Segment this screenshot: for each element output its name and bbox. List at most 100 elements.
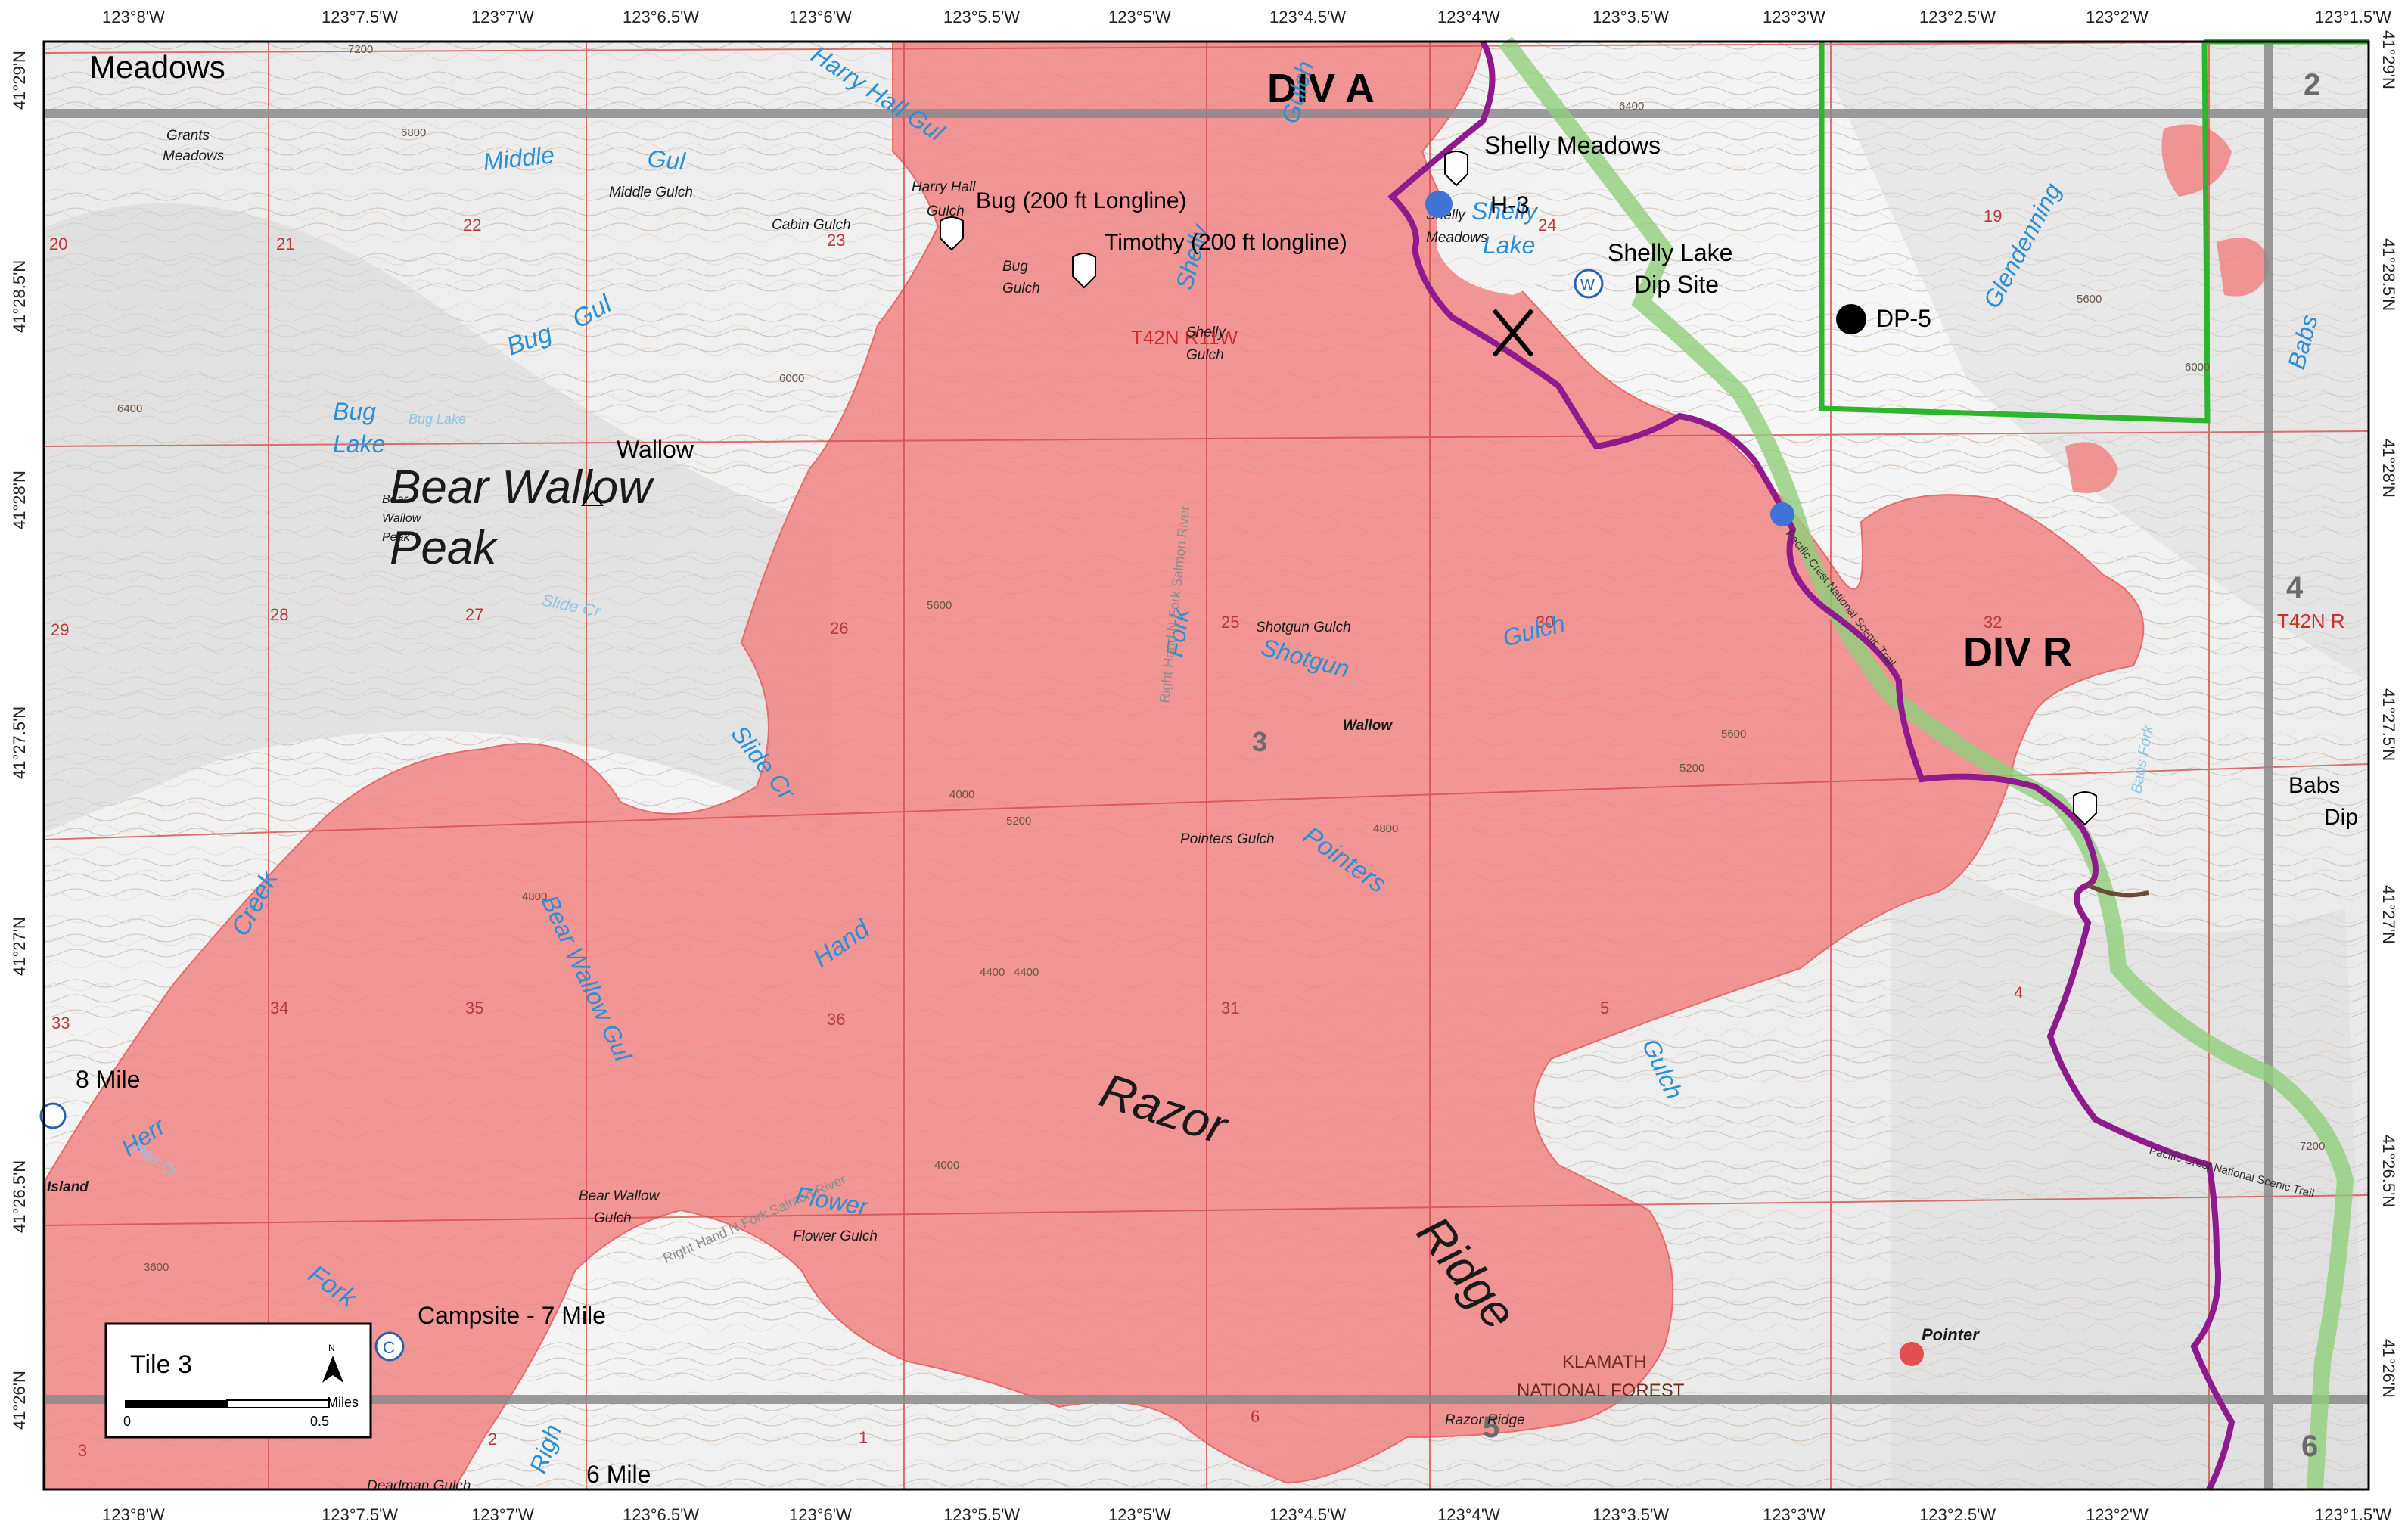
helispot-icon[interactable]: [1072, 253, 1096, 289]
lat-label: 41°27'N: [10, 917, 29, 976]
drop-point-dot[interactable]: [1770, 502, 1794, 526]
svg-text:5600: 5600: [927, 599, 952, 612]
section-number: 32: [1984, 613, 2002, 632]
svg-text:0.5: 0.5: [310, 1414, 329, 1429]
section-number: 27: [465, 605, 483, 624]
lon-label: 123°4'W: [1437, 1505, 1500, 1524]
section-number: 33: [51, 1014, 70, 1033]
lake-label: Bug Lake: [409, 411, 466, 427]
section-number: 21: [276, 234, 294, 253]
place-label: KLAMATH: [1562, 1352, 1647, 1372]
svg-text:N: N: [328, 1343, 335, 1353]
svg-text:6400: 6400: [117, 402, 142, 415]
section-number: 2: [488, 1430, 497, 1449]
place-label: Shelly: [1186, 325, 1226, 340]
section-number: 6: [1251, 1407, 1260, 1426]
place-label: Bug: [1002, 259, 1028, 275]
lon-label: 123°7'W: [471, 8, 534, 26]
section-number: 3: [78, 1441, 87, 1460]
pointer-dot[interactable]: [1900, 1342, 1924, 1366]
scale-bar: 0 0.5 Miles: [123, 1395, 359, 1429]
dp5-dot[interactable]: [1836, 304, 1866, 334]
lake-label: Lake: [1483, 231, 1535, 259]
svg-text:7200: 7200: [348, 43, 373, 56]
svg-text:4400: 4400: [1014, 966, 1039, 979]
poi-label: Campsite - 7 Mile: [418, 1302, 606, 1329]
division-line-pct: [1387, 40, 2236, 1491]
svg-text:6000: 6000: [779, 372, 804, 385]
poi-label: Babs: [2288, 773, 2340, 798]
helispot-icon[interactable]: [940, 216, 964, 251]
svg-text:6400: 6400: [1619, 100, 1644, 113]
pct-buffer: [1499, 36, 2354, 1490]
tile-number: 3: [1252, 726, 1267, 757]
section-number: 31: [1221, 998, 1239, 1017]
township-label-right: T42N R: [2277, 610, 2345, 632]
place-label: NATIONAL FOREST: [1517, 1380, 1685, 1401]
lon-label: 123°5'W: [1108, 8, 1171, 26]
tile-number: 4: [2286, 571, 2304, 604]
camp-icon[interactable]: C: [374, 1331, 405, 1362]
poi-label: Bug (200 ft Longline): [976, 188, 1187, 213]
section-number: 23: [827, 231, 845, 250]
dip-site-icon[interactable]: W: [1574, 269, 1604, 299]
helispot-icon[interactable]: [1444, 151, 1468, 187]
section-number: 35: [465, 998, 483, 1017]
svg-text:5200: 5200: [1006, 815, 1031, 828]
section-number: 1: [859, 1428, 868, 1447]
poi-label: Dip Site: [1634, 271, 1719, 298]
section-number: 19: [1984, 207, 2002, 225]
place-label: Peak: [382, 531, 410, 544]
tile-number: 5: [1483, 1411, 1499, 1444]
lon-label: 123°2'W: [2086, 1505, 2149, 1524]
section-number: 28: [270, 605, 288, 624]
tile-grid: [44, 42, 2369, 1489]
place-label: Middle Gulch: [609, 185, 693, 200]
lon-label: 123°1.5'W: [2315, 1505, 2391, 1524]
place-label: Bear Wallow: [579, 1188, 660, 1204]
section-number: 36: [827, 1010, 845, 1029]
poi-label: Shelly Meadows: [1484, 132, 1661, 159]
lake-label: Bug: [333, 398, 376, 425]
lon-label: 123°4.5'W: [1269, 1505, 1346, 1524]
h3-dot[interactable]: [1425, 191, 1453, 218]
section-numbers: 20 21 22 23 24 19 29 28 27 26 25 30 32 3…: [49, 207, 2023, 1460]
lon-label: 123°4.5'W: [1269, 8, 1346, 26]
trail-segment-brown: [2086, 883, 2149, 898]
svg-text:C: C: [383, 1338, 395, 1357]
svg-text:6000: 6000: [2185, 361, 2210, 374]
place-label: Pointer: [1922, 1325, 1980, 1344]
lat-labels-left: 41°29'N 41°28.5'N 41°28'N 41°27.5'N 41°2…: [10, 51, 29, 1430]
lon-label: 123°5.5'W: [943, 8, 1020, 26]
lon-label: 123°1.5'W: [2315, 8, 2391, 26]
helispot-icon[interactable]: [2073, 791, 2097, 826]
lon-labels-bottom: 123°8'W 123°7.5'W 123°7'W 123°6.5'W 123°…: [102, 1505, 2391, 1524]
place-label: Gulch: [927, 203, 965, 219]
poi-label: Dip: [2324, 805, 2358, 830]
place-label: Wallow: [382, 512, 422, 525]
lat-label: 41°28.5'N: [10, 260, 29, 333]
lat-label: 41°27.5'N: [10, 706, 29, 779]
svg-text:4400: 4400: [980, 966, 1005, 979]
place-label: Deadman Gulch: [367, 1478, 471, 1494]
tile-title: Tile 3: [130, 1350, 192, 1379]
peak-label: Peak: [390, 522, 499, 574]
tile-number: 2: [2304, 68, 2320, 101]
section-number: 4: [2014, 983, 2023, 1002]
place-label: Gulch: [1002, 281, 1040, 297]
place-label: Wallow: [1343, 718, 1393, 734]
peak-icon: [581, 490, 604, 506]
place-label: Flower Gulch: [793, 1228, 878, 1244]
lon-label: 123°3'W: [1763, 8, 1825, 26]
lon-label: 123°6'W: [789, 1505, 852, 1524]
legend-box: Tile 3 N 0 0.5 Miles: [104, 1322, 372, 1439]
section-number: 25: [1221, 613, 1239, 632]
section-number: 26: [830, 619, 848, 638]
place-label: Gulch: [594, 1210, 632, 1226]
lon-label: 123°2.5'W: [1919, 1505, 1996, 1524]
lat-label: 41°27'N: [2379, 885, 2398, 944]
camp-icon[interactable]: [39, 1102, 67, 1129]
svg-text:5600: 5600: [1721, 728, 1746, 741]
lon-label: 123°3'W: [1763, 1505, 1825, 1524]
lon-label: 123°5.5'W: [943, 1505, 1020, 1524]
